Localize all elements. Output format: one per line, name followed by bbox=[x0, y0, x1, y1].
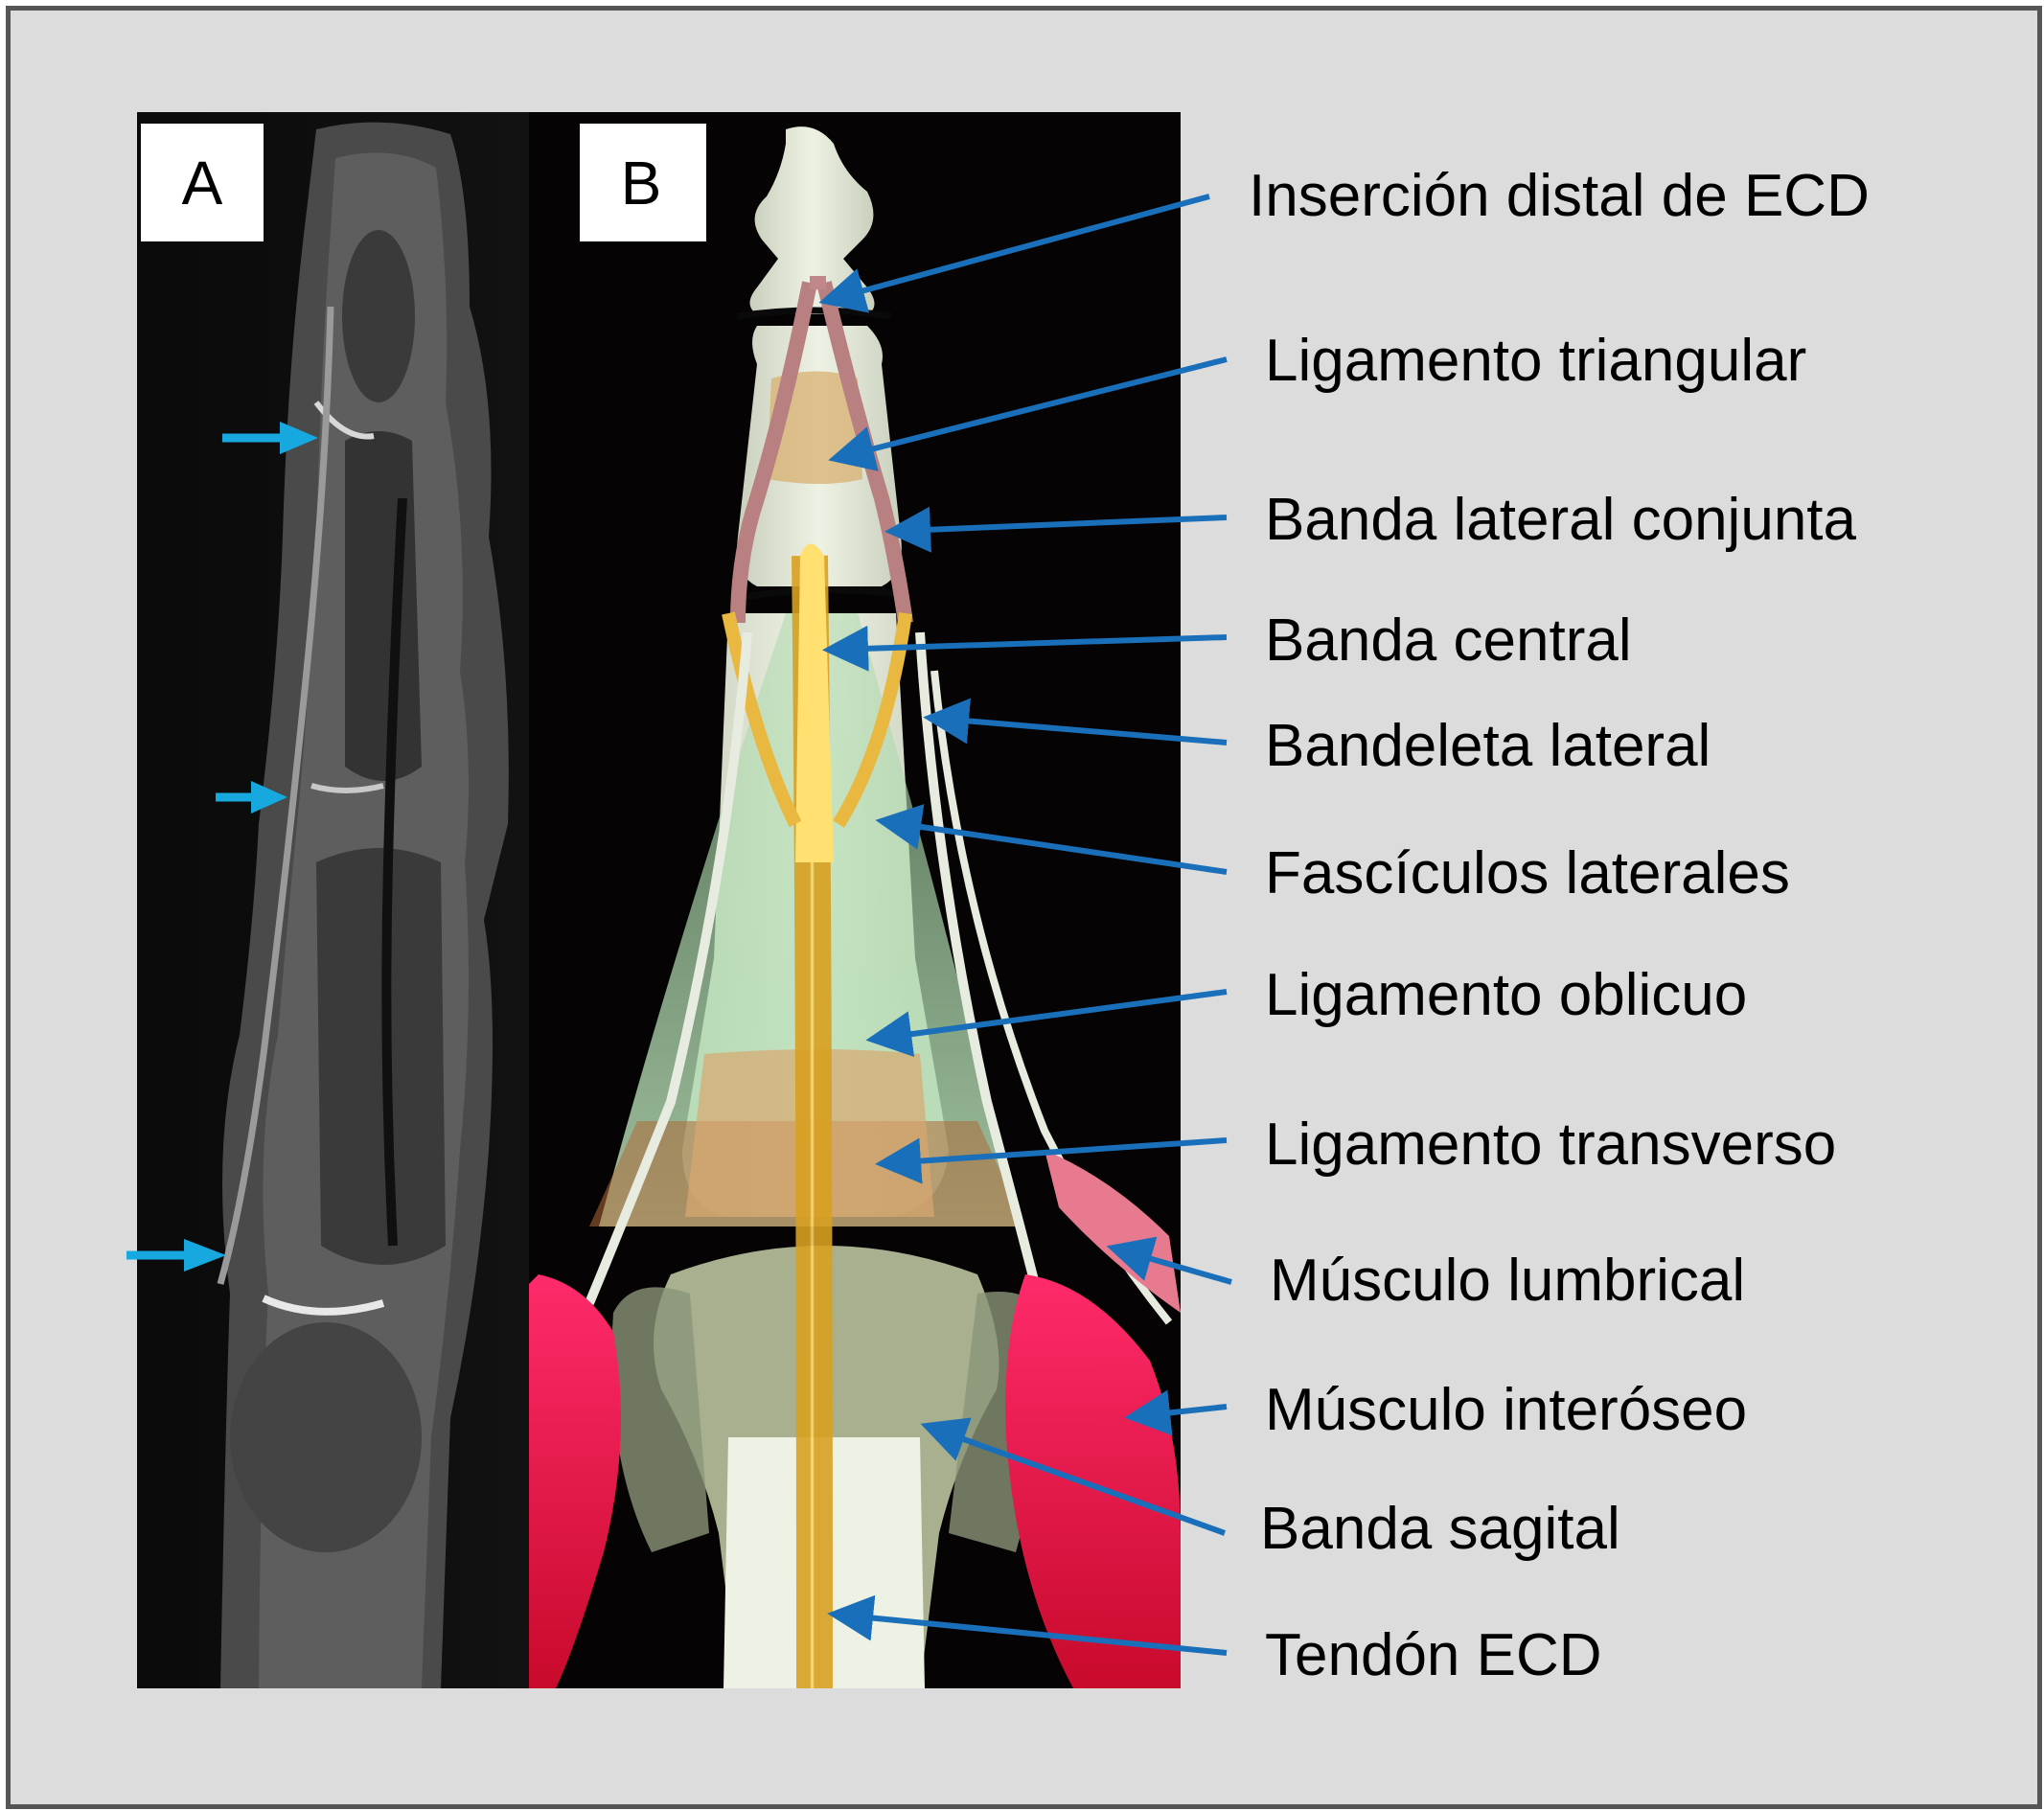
label-banda-central: Banda central bbox=[1265, 607, 1632, 674]
label-banda-lateral-conjunta: Banda lateral conjunta bbox=[1265, 487, 1857, 553]
label-bandeleta-lateral: Bandeleta lateral bbox=[1265, 713, 1711, 779]
label-musculo-interoseo: Músculo interóseo bbox=[1265, 1377, 1747, 1443]
anatomy-labels: Inserción distal de ECD Ligamento triang… bbox=[1249, 163, 1870, 1688]
label-musculo-lumbrical: Músculo lumbrical bbox=[1270, 1248, 1745, 1314]
panel-a-letter: A bbox=[182, 149, 223, 218]
label-tendon-ecd: Tendón ECD bbox=[1265, 1622, 1602, 1688]
label-ligamento-transverso: Ligamento transverso bbox=[1265, 1112, 1836, 1178]
label-ligamento-oblicuo: Ligamento oblicuo bbox=[1265, 962, 1747, 1028]
label-banda-sagital: Banda sagital bbox=[1260, 1496, 1620, 1562]
label-fasciculos-laterales: Fascículos laterales bbox=[1265, 840, 1790, 906]
panel-b-letter: B bbox=[621, 149, 662, 218]
label-insercion-distal-ecd: Inserción distal de ECD bbox=[1249, 163, 1870, 229]
label-ligamento-triangular: Ligamento triangular bbox=[1265, 328, 1806, 394]
panel-a-mri-image: A bbox=[126, 112, 530, 1688]
panel-b-illustration: B bbox=[529, 112, 1181, 1688]
